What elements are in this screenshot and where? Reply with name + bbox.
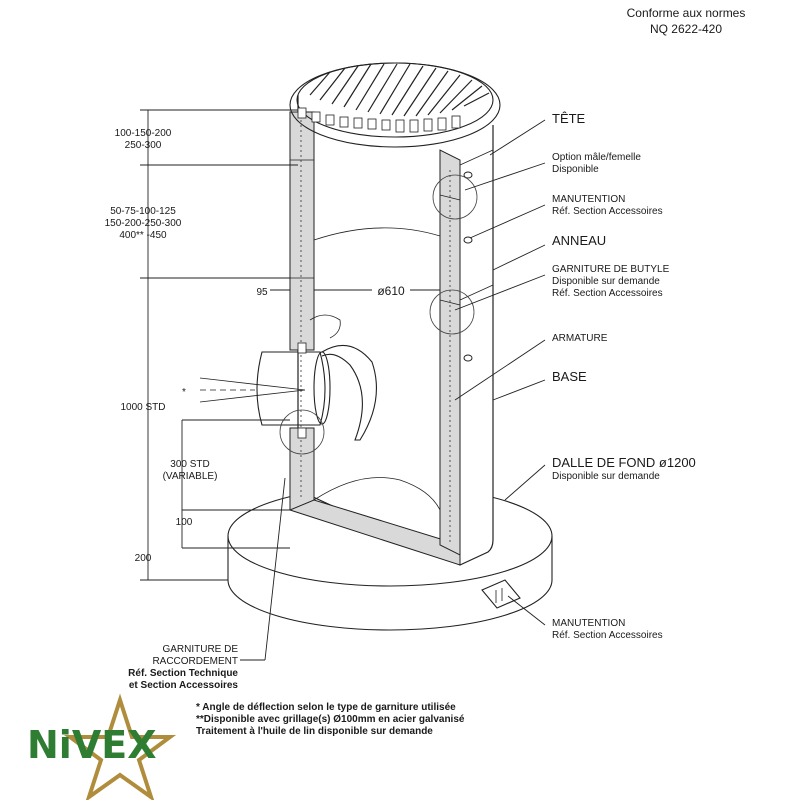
label-manutention-bottom-2: Réf. Section Accessoires — [552, 630, 663, 641]
label-option-1: Option mâle/femelle — [552, 152, 641, 163]
label-manutention-top-2: Réf. Section Accessoires — [552, 206, 663, 217]
nivex-logo: NiVEX — [27, 693, 177, 800]
pipe-connection — [256, 314, 377, 441]
label-manutention-top-1: MANUTENTION — [552, 194, 625, 205]
outer-cylinder — [288, 95, 494, 566]
dim-diameter: ø610 — [377, 284, 405, 298]
label-anneau: ANNEAU — [552, 233, 606, 248]
footnote-2: **Disponible avec grillage(s) Ø100mm en … — [196, 714, 465, 725]
standards-note: Conforme aux normes NQ 2622-420 — [627, 6, 746, 36]
dim-anneau-3: 400** -450 — [119, 230, 167, 241]
dim-pipe-1: 300 STD — [170, 459, 209, 470]
label-dalle-1: DALLE DE FOND ø1200 — [552, 455, 696, 470]
dim-wall: 95 — [256, 287, 268, 298]
dim-pipe-2: (VARIABLE) — [163, 471, 218, 482]
dim-anneau-1: 50-75-100-125 — [110, 206, 176, 217]
standards-line2: NQ 2622-420 — [650, 22, 722, 36]
dimension-lines — [140, 109, 440, 581]
leader-lines — [240, 119, 546, 661]
label-base: BASE — [552, 369, 587, 384]
dim-anneau-2: 150-200-250-300 — [105, 218, 182, 229]
component-labels: TÊTE Option mâle/femelle Disponible MANU… — [128, 111, 696, 691]
deflection-angle — [199, 377, 306, 403]
label-butyle-2: Disponible sur demande — [552, 276, 660, 287]
footnotes: * Angle de déflection selon le type de g… — [196, 702, 465, 737]
footnote-3: Traitement à l'huile de lin disponible s… — [196, 726, 433, 737]
dim-base-height: 1000 STD — [120, 402, 165, 413]
star-icon — [63, 693, 177, 800]
label-option-2: Disponible — [552, 164, 599, 175]
manhole-drawing — [140, 62, 553, 661]
label-raccord-3: Réf. Section Technique — [128, 668, 238, 679]
footnote-1: * Angle de déflection selon le type de g… — [196, 702, 456, 713]
dimension-labels: 100-150-200 250-300 50-75-100-125 150-20… — [105, 128, 405, 564]
dim-deflection: * — [182, 387, 186, 398]
label-manutention-bottom-1: MANUTENTION — [552, 618, 625, 629]
label-raccord-2: RACCORDEMENT — [152, 656, 238, 667]
label-butyle-1: GARNITURE DE BUTYLE — [552, 264, 670, 275]
standards-line1: Conforme aux normes — [627, 6, 746, 20]
top-grate — [289, 62, 501, 148]
label-butyle-3: Réf. Section Accessoires — [552, 288, 663, 299]
label-raccord-4: et Section Accessoires — [129, 680, 239, 691]
dim-tete-2: 250-300 — [125, 140, 162, 151]
label-dalle-2: Disponible sur demande — [552, 471, 660, 482]
label-armature: ARMATURE — [552, 333, 608, 344]
detail-circles — [279, 174, 478, 455]
bottom-handling-insert — [481, 579, 521, 609]
dim-floor: 100 — [176, 517, 193, 528]
label-tete: TÊTE — [552, 111, 586, 126]
dim-tete-1: 100-150-200 — [115, 128, 172, 139]
label-raccord-1: GARNITURE DE — [162, 644, 238, 655]
logo-text: NiVEX — [27, 723, 157, 767]
dim-slab: 200 — [135, 553, 152, 564]
